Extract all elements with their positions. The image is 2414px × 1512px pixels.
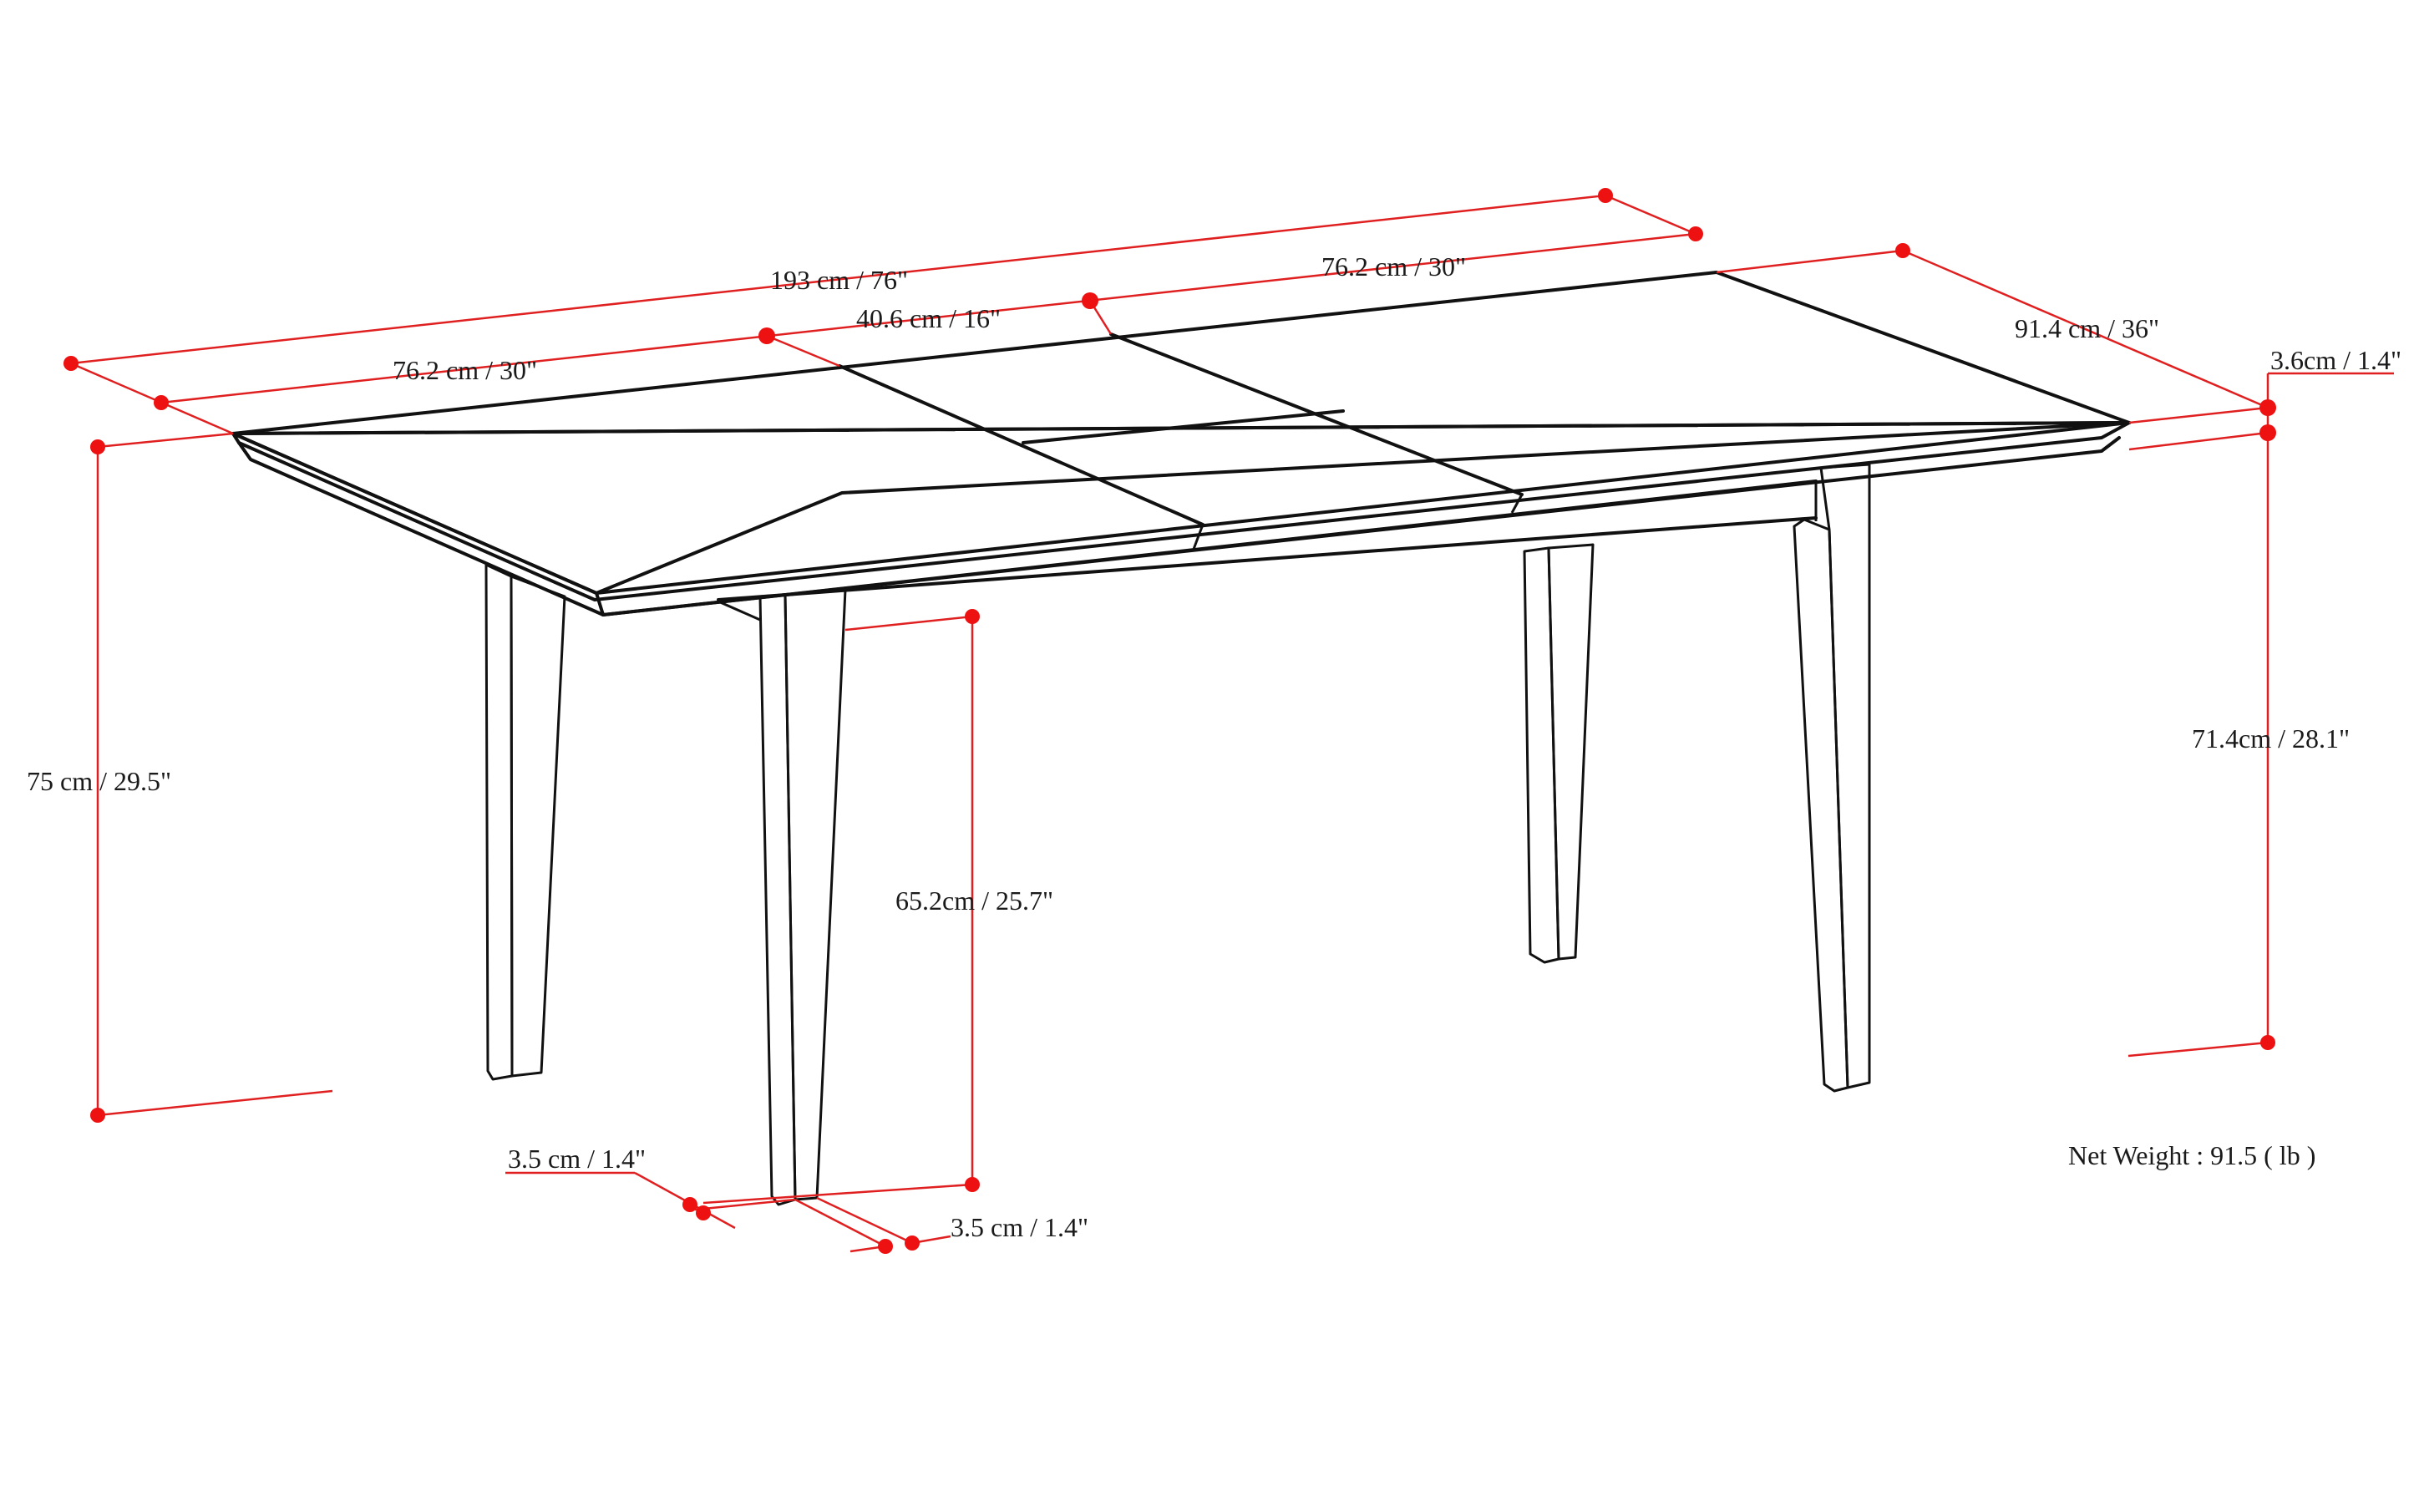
label-left-leaf: 76.2 cm / 30" xyxy=(393,355,537,385)
label-top-thickness: 3.6cm / 1.4" xyxy=(2270,345,2401,375)
tabletop-front-edge xyxy=(595,421,2131,595)
seam-left-leaf xyxy=(838,364,1204,526)
marker-dot xyxy=(63,356,79,371)
label-leg-depth: 3.5 cm / 1.4" xyxy=(951,1212,1088,1242)
tabletop-top-face xyxy=(231,421,2131,595)
apron-bottom xyxy=(717,516,1818,601)
label-right-leaf: 76.2 cm / 30" xyxy=(1321,251,1466,282)
label-height-underside: 71.4cm / 28.1" xyxy=(2192,723,2350,753)
tabletop-back-edge-full xyxy=(231,271,1718,435)
label-clearance: 65.2cm / 25.7" xyxy=(895,885,1053,916)
leg-front-left xyxy=(758,593,797,1206)
dimension-labels: 193 cm / 76" 40.6 cm / 16" 76.2 cm / 30"… xyxy=(27,251,2401,1242)
edge-band-lower xyxy=(237,436,2121,616)
tabletop-left-edge xyxy=(231,432,598,595)
leg-back-left xyxy=(484,563,514,1081)
table-drawing xyxy=(231,271,2131,1206)
label-overall-length: 193 cm / 76" xyxy=(770,265,908,295)
net-weight: Net Weight : 91.5 ( lb ) xyxy=(2068,1140,2315,1170)
leg-front-right xyxy=(1793,518,1849,1093)
label-leg-width: 3.5 cm / 1.4" xyxy=(508,1144,646,1174)
leg-back-right xyxy=(1523,546,1560,964)
tabletop-right-edge xyxy=(1715,271,2131,424)
edge-band-upper xyxy=(231,421,2131,601)
label-center-leaf: 40.6 cm / 16" xyxy=(856,303,1001,333)
dimension-markers xyxy=(63,188,2276,1254)
center-leaf-split xyxy=(1022,409,1345,444)
dimension-lines xyxy=(70,194,2394,1253)
label-depth: 91.4 cm / 36" xyxy=(2015,313,2159,343)
label-overall-height: 75 cm / 29.5" xyxy=(27,766,171,796)
